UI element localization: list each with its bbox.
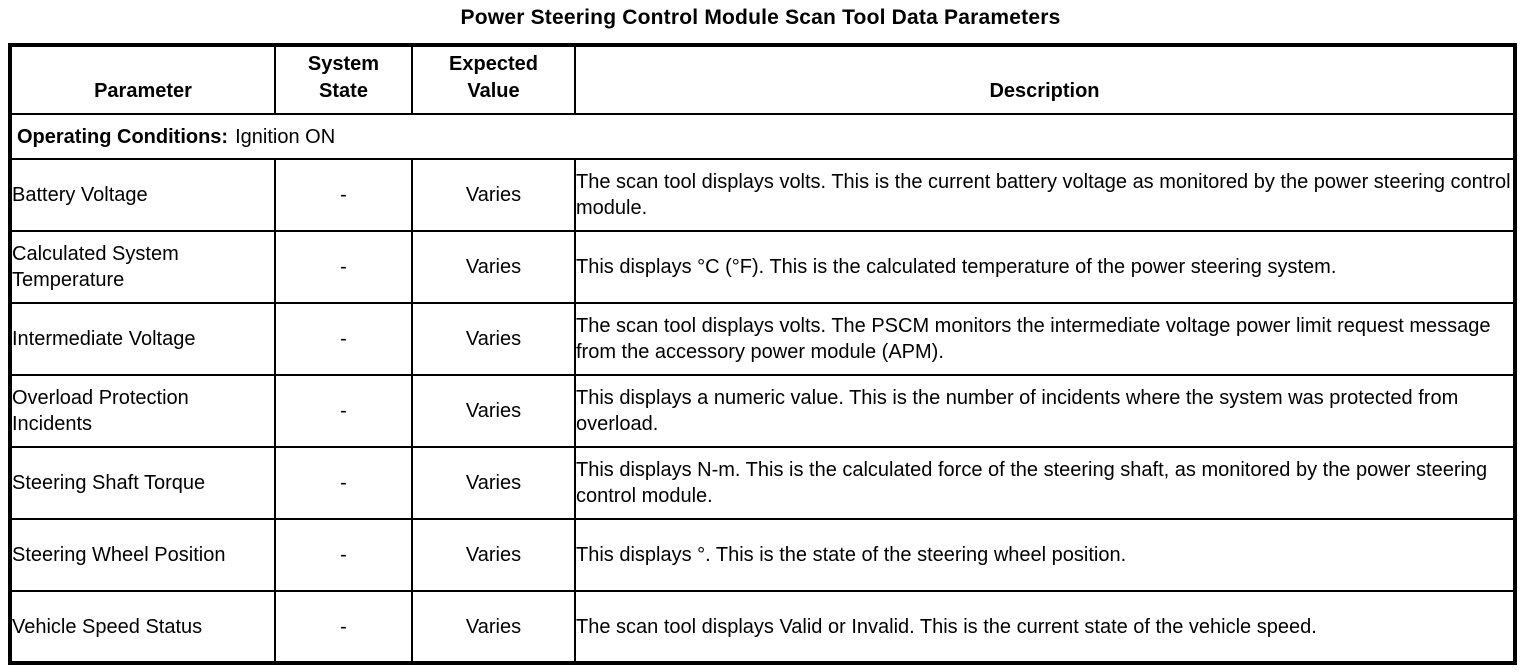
system-state-cell: -	[274, 518, 413, 592]
description-cell: This displays a numeric value. This is t…	[574, 374, 1516, 448]
system-state-cell: -	[274, 590, 413, 664]
parameter-cell: Steering Shaft Torque	[9, 446, 276, 520]
description-cell: This displays N-m. This is the calculate…	[574, 446, 1516, 520]
description-cell: The scan tool displays Valid or Invalid.…	[574, 590, 1516, 664]
column-header-system-state: System State	[274, 44, 413, 115]
expected-value-cell: Varies	[411, 518, 576, 592]
system-state-cell: -	[274, 374, 413, 448]
page-title: Power Steering Control Module Scan Tool …	[460, 6, 1061, 29]
page: Power Steering Control Module Scan Tool …	[8, 0, 1517, 665]
description-cell: The scan tool displays volts. The PSCM m…	[574, 302, 1516, 376]
column-header-description: Description	[574, 44, 1516, 115]
table-body: Operating Conditions: Ignition ON Battery…	[9, 113, 1516, 664]
parameter-cell: Overload Protection Incidents	[9, 374, 276, 448]
expected-value-cell: Varies	[411, 446, 576, 520]
operating-conditions-value: Ignition ON	[235, 125, 336, 148]
parameter-cell: Calculated System Temperature	[9, 230, 276, 304]
column-header-expected-value: Expected Value	[411, 44, 576, 115]
parameter-cell: Steering Wheel Position	[9, 518, 276, 592]
system-state-cell: -	[274, 446, 413, 520]
operating-conditions-label: Operating Conditions:	[17, 125, 229, 148]
operating-conditions-cell: Operating Conditions: Ignition ON	[9, 113, 1516, 160]
table-header-row: Parameter System State Expected Value De…	[9, 44, 1516, 115]
expected-value-cell: Varies	[411, 302, 576, 376]
expected-value-cell: Varies	[411, 374, 576, 448]
system-state-cell: -	[274, 302, 413, 376]
expected-value-cell: Varies	[411, 590, 576, 664]
system-state-cell: -	[274, 158, 413, 232]
system-state-cell: -	[274, 230, 413, 304]
expected-value-cell: Varies	[411, 230, 576, 304]
column-header-parameter: Parameter	[9, 44, 276, 115]
description-cell: This displays °C (°F). This is the calcu…	[574, 230, 1516, 304]
operating-conditions-row: Operating Conditions: Ignition ON	[9, 113, 1516, 160]
scan-tool-parameters-table: Parameter System State Expected Value De…	[8, 43, 1517, 665]
parameter-cell: Intermediate Voltage	[9, 302, 276, 376]
expected-value-cell: Varies	[411, 158, 576, 232]
parameter-cell: Vehicle Speed Status	[9, 590, 276, 664]
description-cell: This displays °. This is the state of th…	[574, 518, 1516, 592]
description-cell: The scan tool displays volts. This is th…	[574, 158, 1516, 232]
parameter-cell: Battery Voltage	[9, 158, 276, 232]
